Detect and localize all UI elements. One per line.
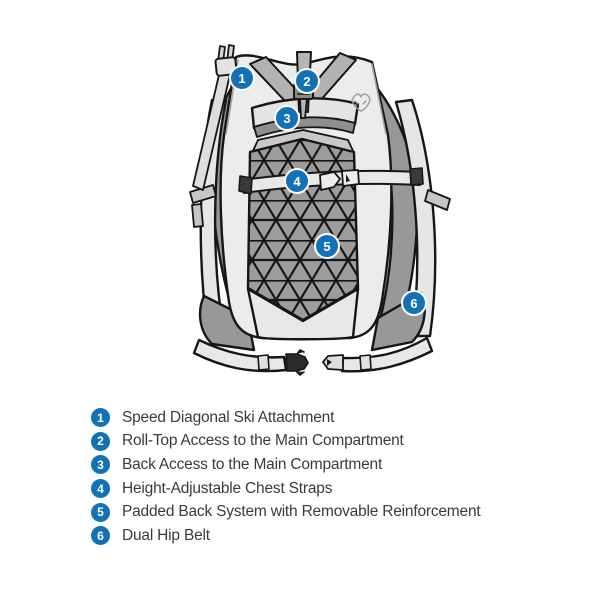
legend-label-6: Dual Hip Belt: [122, 526, 210, 544]
mesh-back-panel: [246, 137, 360, 322]
diagram-marker-2: 2: [294, 68, 320, 94]
legend-item-4: 4 Height-Adjustable Chest Straps: [91, 477, 480, 501]
legend-label-2: Roll-Top Access to the Main Compartment: [122, 432, 404, 450]
bottom-panel: [246, 287, 360, 341]
legend-item-3: 3 Back Access to the Main Compartment: [91, 453, 480, 477]
feature-legend: 1 Speed Diagonal Ski Attachment 2 Roll-T…: [91, 406, 481, 548]
ski-attachment-hook: [192, 44, 238, 191]
legend-item-5: 5 Padded Back System with Removable Rein…: [91, 500, 481, 524]
diagram-marker-4: 4: [284, 168, 310, 194]
brand-logo-icon: [351, 93, 371, 112]
legend-label-5: Padded Back System with Removable Reinfo…: [122, 503, 481, 521]
legend-badge-3: 3: [91, 455, 110, 475]
legend-badge-5: 5: [91, 502, 110, 522]
legend-badge-1: 1: [91, 408, 110, 428]
legend-badge-6: 6: [91, 526, 110, 546]
legend-item-1: 1 Speed Diagonal Ski Attachment: [91, 406, 480, 430]
legend-label-3: Back Access to the Main Compartment: [122, 455, 383, 473]
diagram-marker-6: 6: [401, 290, 427, 316]
legend-label-4: Height-Adjustable Chest Straps: [122, 479, 333, 497]
legend-badge-2: 2: [91, 431, 110, 451]
legend-item-2: 2 Roll-Top Access to the Main Compartmen…: [91, 430, 480, 454]
diagram-marker-5: 5: [314, 233, 340, 259]
diagram-marker-1: 1: [229, 65, 255, 91]
side-compression-straps: [189, 184, 451, 228]
legend-badge-4: 4: [91, 479, 110, 499]
diagram-marker-3: 3: [274, 105, 300, 131]
hip-belt-straps: [192, 336, 434, 376]
legend-item-6: 6 Dual Hip Belt: [91, 524, 480, 548]
legend-label-1: Speed Diagonal Ski Attachment: [122, 408, 335, 426]
